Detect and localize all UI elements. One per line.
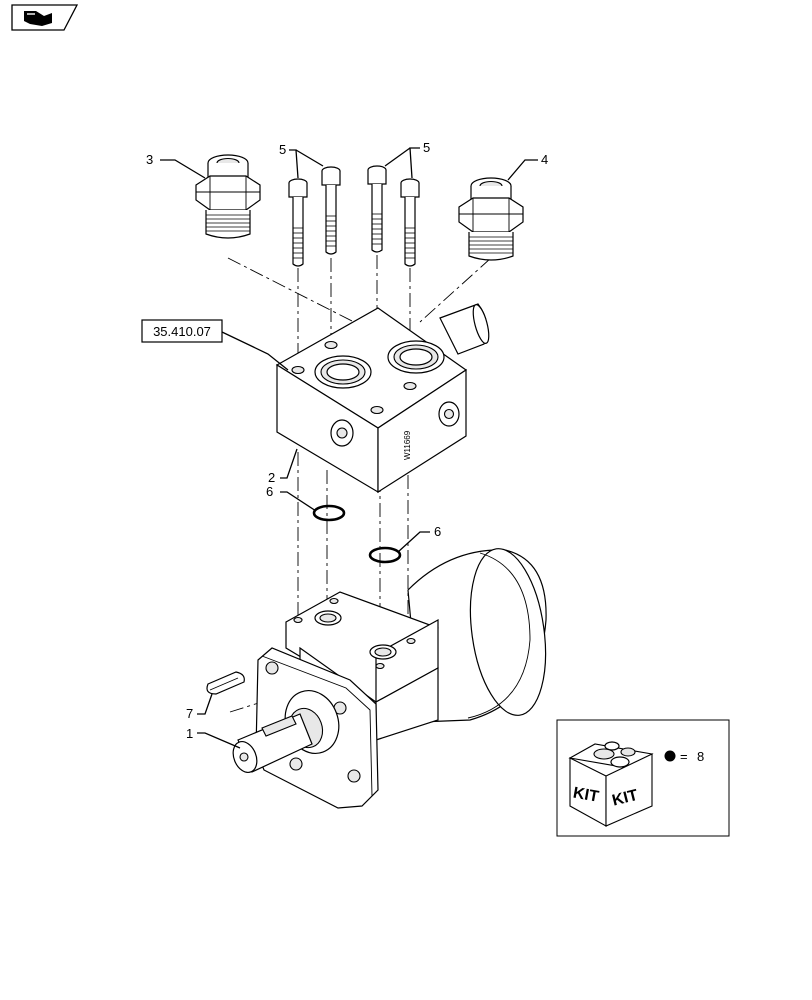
kit-equals: = <box>680 749 688 764</box>
leader-lines <box>160 147 538 749</box>
o-ring-6-lower <box>368 546 402 564</box>
reference-link-label: 35.410.07 <box>153 324 211 339</box>
callout-labels: 1 2 3 4 5 5 6 6 7 <box>146 140 548 741</box>
bolt-5-d <box>400 178 420 267</box>
o-ring-6-upper <box>312 504 346 522</box>
kit-word-right: KIT <box>611 787 640 810</box>
callout-6a: 6 <box>266 484 273 499</box>
callout-3: 3 <box>146 152 153 167</box>
kit-word-left: KIT <box>572 785 601 806</box>
callout-4: 4 <box>541 152 548 167</box>
valve-marking: W11669 <box>403 430 412 460</box>
callout-2: 2 <box>268 470 275 485</box>
hydraulic-motor <box>232 548 547 809</box>
reference-link-box[interactable]: 35.410.07 <box>141 319 223 343</box>
callout-5a: 5 <box>279 142 286 157</box>
shaft-key-7 <box>206 671 245 695</box>
callout-7: 7 <box>186 706 193 721</box>
callout-6b: 6 <box>434 524 441 539</box>
back-arrow-icon <box>24 11 52 26</box>
valve-block-2: W11669 <box>275 303 490 494</box>
fitting-3 <box>195 154 261 239</box>
back-navigation-button[interactable] <box>11 4 79 31</box>
fitting-4 <box>458 177 524 261</box>
kit-item-number: 8 <box>697 749 704 764</box>
callout-5b: 5 <box>423 140 430 155</box>
callout-1: 1 <box>186 726 193 741</box>
bolt-5-b <box>321 166 341 255</box>
bolt-5-a <box>288 178 308 267</box>
kit-bullet-icon <box>664 750 676 762</box>
kit-legend: KIT KIT = 8 <box>556 719 730 837</box>
kit-box-icon: KIT KIT <box>568 741 654 827</box>
bolt-5-c <box>367 165 387 253</box>
